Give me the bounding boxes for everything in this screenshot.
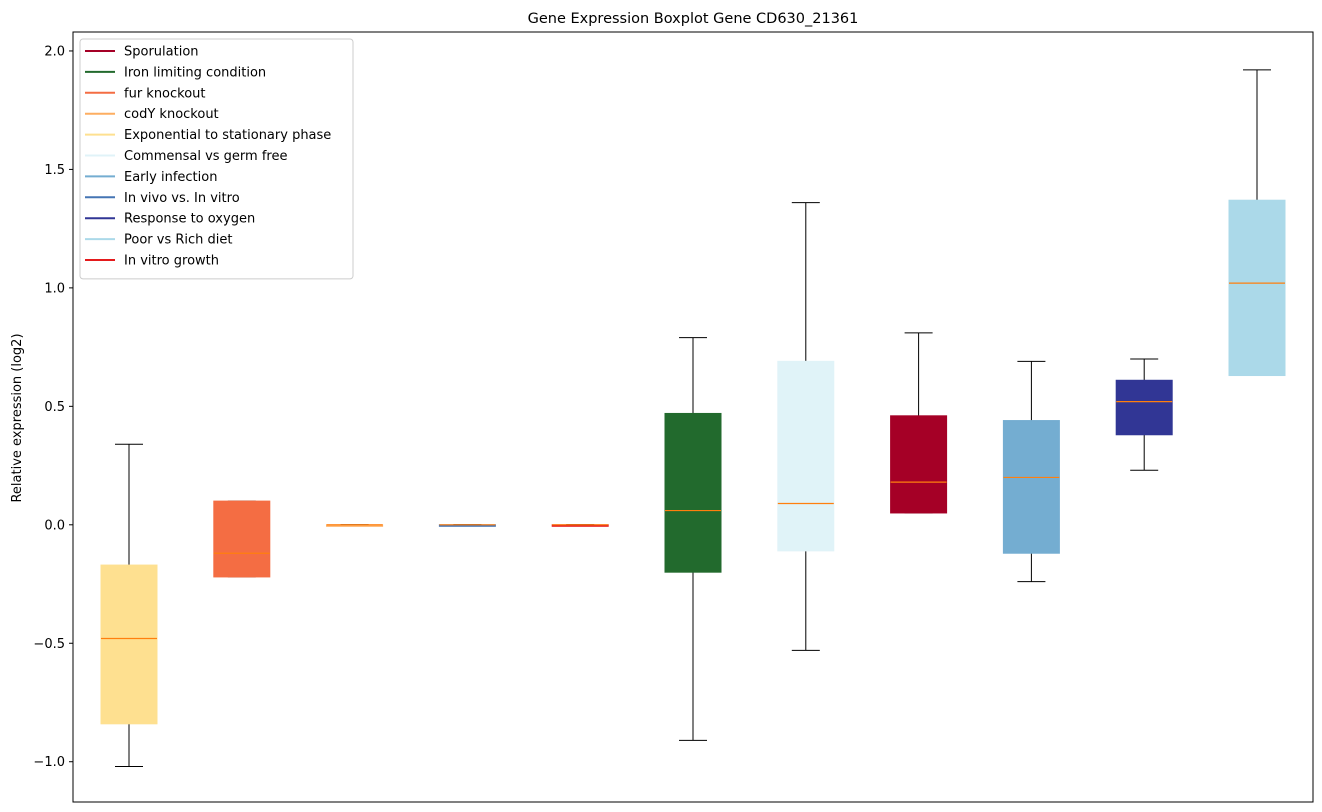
legend-frame <box>79 38 354 280</box>
legend-label: Early infection <box>124 170 217 185</box>
box-item <box>1228 69 1286 377</box>
y-tick-label: −0.5 <box>33 637 65 652</box>
y-tick-label: 1.0 <box>44 281 65 296</box>
chart-title: Gene Expression Boxplot Gene CD630_21361 <box>528 11 859 27</box>
y-axis-label: Relative expression (log2) <box>10 333 25 502</box>
box-body <box>777 360 835 552</box>
box-body <box>1228 199 1286 377</box>
legend-label: Iron limiting condition <box>124 65 266 80</box>
y-tick-label: 0.5 <box>44 400 65 415</box>
box-item <box>213 500 271 578</box>
box-item <box>777 202 835 651</box>
box-item <box>1115 358 1173 471</box>
box-item <box>1002 360 1060 583</box>
box-item <box>551 524 609 527</box>
box-body <box>890 415 948 514</box>
legend-label: fur knockout <box>124 86 206 101</box>
box-item <box>100 443 158 767</box>
legend-label: In vivo vs. In vitro <box>124 191 240 206</box>
box-body <box>1115 379 1173 436</box>
box-body <box>1002 420 1060 554</box>
legend-label: Response to oxygen <box>124 212 255 227</box>
box-group <box>100 69 1286 767</box>
legend-label: Sporulation <box>124 45 199 60</box>
box-body <box>213 500 271 578</box>
legend-label: codY knockout <box>124 107 219 122</box>
y-tick-label: 2.0 <box>44 44 65 59</box>
box-body <box>664 412 722 573</box>
legend-label: Poor vs Rich diet <box>124 233 232 248</box>
y-axis: −1.0 −0.5 0.0 0.5 1.0 1.5 2.0 <box>33 44 73 770</box>
y-tick-label: 0.0 <box>44 518 65 533</box>
legend-label: In vitro growth <box>124 254 219 269</box>
box-item <box>664 337 722 741</box>
box-item <box>438 524 496 527</box>
box-body <box>100 564 158 725</box>
legend-label: Exponential to stationary phase <box>124 128 331 143</box>
box-item <box>890 332 948 514</box>
y-tick-label: 1.5 <box>44 163 65 178</box>
legend-label: Commensal vs germ free <box>124 149 287 164</box>
y-tick-label: −1.0 <box>33 755 65 770</box>
box-item <box>326 524 384 527</box>
plot-frame <box>72 31 1314 803</box>
